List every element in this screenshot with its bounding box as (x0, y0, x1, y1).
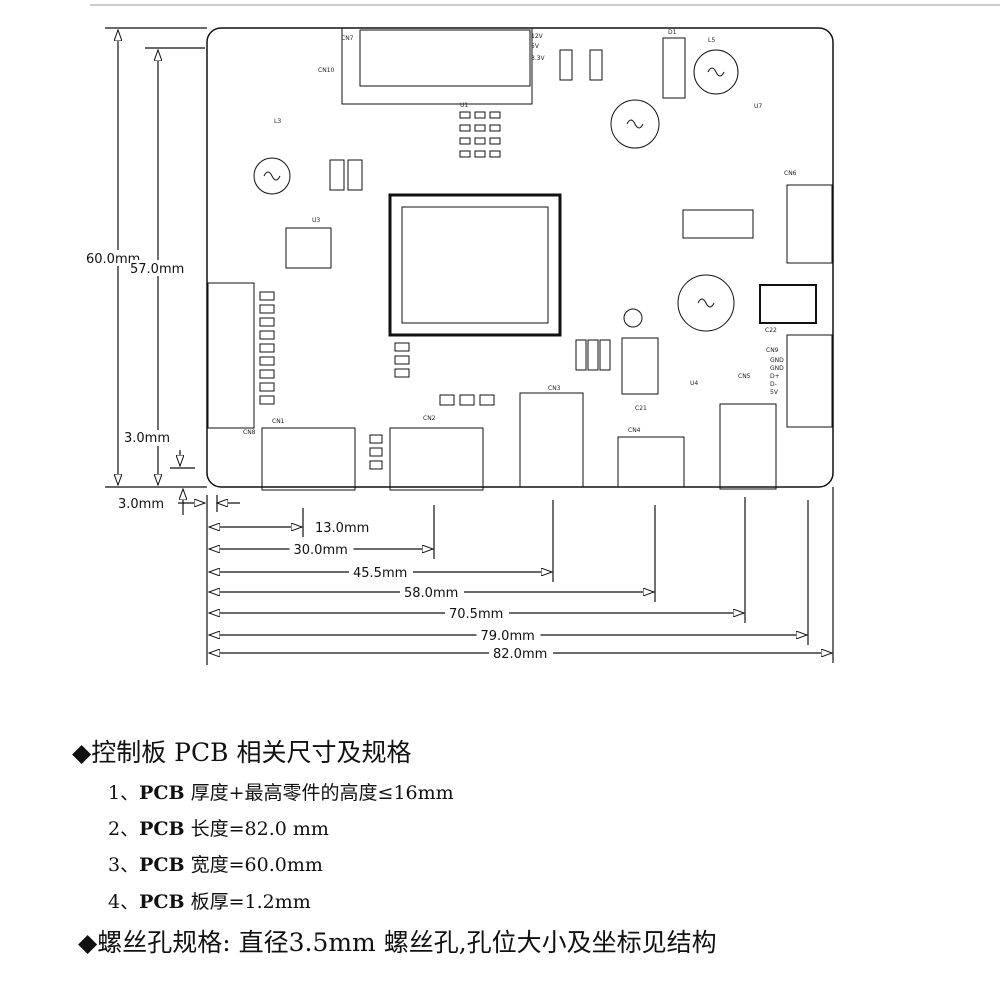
label-c21: C21 (635, 405, 647, 412)
item-pcb: PCB (139, 818, 185, 840)
item-text: 长度=82.0 mm (184, 818, 329, 840)
item-number: 4、 (108, 891, 140, 913)
dim-label-82-0mm: 82.0mm (493, 647, 547, 662)
label-l5: L5 (708, 37, 715, 44)
label-cn9: CN9 (766, 347, 779, 354)
label-5v: 5V (531, 43, 540, 50)
label-3v3: 3.3V (531, 55, 546, 62)
label-l3: L3 (274, 118, 281, 125)
spec-heading: ◆控制板 PCB 相关尺寸及规格 (72, 738, 412, 767)
item-pcb: PCB (139, 854, 185, 876)
item-pcb: PCB (139, 782, 185, 804)
cn9-pin-1: GND (770, 357, 784, 364)
cn9-pin-2: GND (770, 365, 784, 372)
label-u3: U3 (312, 217, 320, 224)
dim-label-58-0mm: 58.0mm (404, 586, 458, 601)
label-d1: D1 (668, 29, 677, 36)
label-u4: U4 (690, 380, 698, 387)
spec-item-3: 3、PCB 宽度=60.0mm (108, 850, 323, 877)
label-cn6: CN6 (784, 170, 797, 177)
spec-item-2: 2、PCB 长度=82.0 mm (108, 814, 329, 841)
spec-item-1: 1、PCB 厚度+最高零件的高度≤16mm (108, 778, 454, 805)
dim-label-13-0mm: 13.0mm (315, 521, 369, 536)
dim-label-79-0mm: 79.0mm (481, 629, 535, 644)
dim-label-45-5mm: 45.5mm (353, 566, 407, 581)
item-number: 1、 (108, 782, 140, 804)
pcb-components (207, 27, 833, 491)
item-text: 板厚=1.2mm (184, 891, 311, 913)
pcb-dimension-drawing: CN7 CN10 12V 5V 3.3V U1 U3 U4 U7 CN1 CN2… (84, 4, 1000, 665)
label-cn4: CN4 (628, 427, 641, 434)
dim-3-left: 3.0mm (118, 497, 164, 512)
dim-3-top: 3.0mm (124, 431, 170, 446)
label-cn10: CN10 (318, 67, 334, 74)
horizontal-dimensions: 13.0mm 30.0mm 45.5mm 58.0mm 70.5mm 79.0mm 82.0… (209, 487, 834, 663)
label-u7: U7 (754, 103, 762, 110)
label-c22: C22 (765, 327, 777, 334)
dim-label-30-0mm: 30.0mm (294, 543, 348, 558)
dim-height-60: 60.0mm (86, 252, 140, 267)
label-cn1: CN1 (272, 418, 285, 425)
label-12v: 12V (531, 33, 544, 40)
label-u1: U1 (460, 102, 468, 109)
screw-hole-spec: ◆螺丝孔规格: 直径3.5mm 螺丝孔,孔位大小及坐标见结构 (78, 928, 717, 957)
spec-item-4: 4、PCB 板厚=1.2mm (108, 887, 311, 914)
item-number: 3、 (108, 854, 140, 876)
item-number: 2、 (108, 818, 140, 840)
label-cn3: CN3 (548, 385, 561, 392)
label-cn5: CN5 (738, 373, 751, 380)
cn9-pin-3: D+ (770, 373, 780, 380)
pcb-labels: CN7 CN10 12V 5V 3.3V U1 U3 U4 U7 CN1 CN2… (243, 29, 797, 436)
item-text: 宽度=60.0mm (184, 854, 323, 876)
dim-57: 57.0mm (130, 262, 184, 277)
label-cn7: CN7 (341, 35, 354, 42)
dim-label-70-5mm: 70.5mm (449, 607, 503, 622)
item-text: 厚度+最高零件的高度≤16mm (184, 782, 454, 804)
label-cn8: CN8 (243, 429, 256, 436)
cn9-pin-5: 5V (770, 389, 779, 396)
cn9-pin-4: D- (770, 381, 777, 388)
label-cn2: CN2 (423, 415, 436, 422)
item-pcb: PCB (139, 891, 185, 913)
